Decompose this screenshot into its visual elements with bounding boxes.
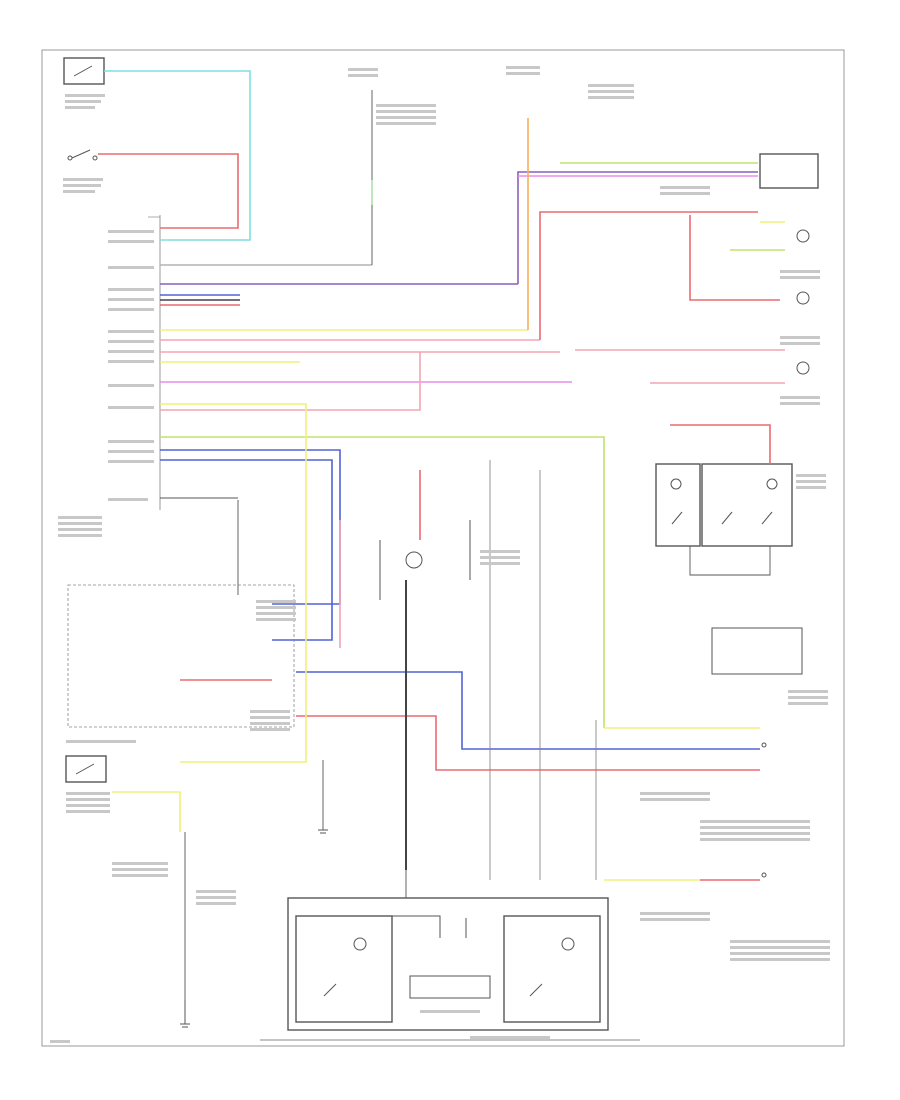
wire-red-right-loop bbox=[689, 215, 780, 301]
right-relay-right bbox=[701, 463, 793, 547]
wire-yellow-left bbox=[160, 403, 307, 763]
right-relay-left bbox=[655, 463, 701, 547]
bottom-left-switch bbox=[65, 755, 107, 783]
ground-icon bbox=[180, 829, 328, 1028]
wire-blue-2 bbox=[160, 459, 333, 641]
wire-purple-2 bbox=[517, 171, 758, 284]
connector-stack bbox=[711, 627, 803, 675]
wire-red-low bbox=[296, 715, 760, 771]
wire-red-relay bbox=[670, 424, 771, 464]
motor-icon bbox=[379, 520, 471, 600]
wire-yellow-lower bbox=[112, 791, 181, 832]
wire-pink-top bbox=[539, 211, 758, 340]
diagram-frame bbox=[41, 49, 845, 1047]
wire-cyan bbox=[104, 70, 251, 241]
bottom-module bbox=[287, 897, 609, 1031]
wire-red-top bbox=[98, 153, 239, 229]
connector-icon bbox=[759, 153, 819, 189]
wire-green-long bbox=[160, 436, 605, 728]
top-left-switch bbox=[63, 57, 105, 85]
wire-blue-1 bbox=[160, 449, 341, 605]
switch-icon bbox=[67, 149, 98, 161]
wire-relay-ground bbox=[689, 546, 771, 576]
door-lock-assembly bbox=[67, 584, 295, 728]
label-placeholders bbox=[50, 66, 830, 1043]
wire-blue-3 bbox=[296, 671, 760, 750]
lamp-icon bbox=[796, 229, 810, 375]
fuse-icon bbox=[761, 742, 767, 878]
wire-pink-desc bbox=[160, 352, 421, 411]
